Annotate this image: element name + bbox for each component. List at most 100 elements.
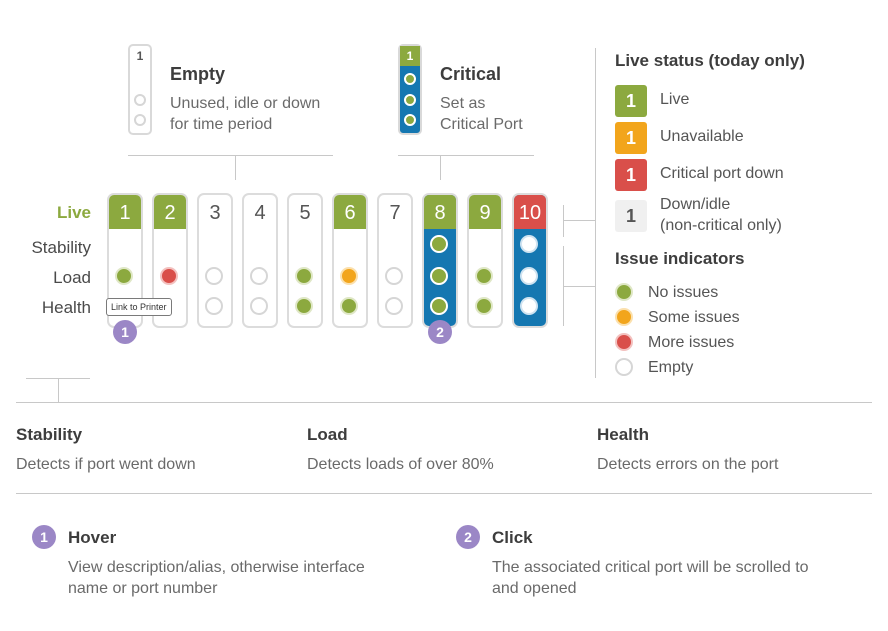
row-label-stability: Stability — [31, 238, 91, 257]
metric-desc-health: Detects errors on the port — [597, 456, 779, 473]
port-number: 7 — [389, 202, 401, 224]
live-status-label-unavailable: Unavailable — [660, 128, 744, 145]
port-number: 1 — [109, 195, 141, 229]
metric-desc-stability: Detects if port went down — [16, 456, 196, 473]
critical-legend-desc-line2: Critical Port — [440, 116, 523, 133]
metric-title-health: Health — [597, 425, 649, 444]
health-indicator-dot — [430, 297, 448, 315]
health-indicator-dot — [250, 297, 268, 315]
metric-title-load: Load — [307, 425, 348, 444]
load-indicator-dot — [385, 267, 403, 285]
live-status-swatch-down-idle: 1 — [615, 200, 647, 232]
health-indicator-dot — [520, 297, 538, 315]
interaction-desc-hover-line2: name or port number — [68, 580, 218, 597]
port-5[interactable]: 5 — [287, 193, 323, 328]
row-label-health: Health — [41, 298, 91, 317]
health-indicator-dot — [205, 297, 223, 315]
interaction-title-hover: Hover — [68, 528, 117, 547]
empty-legend-title: Empty — [170, 64, 226, 84]
critical-legend-title: Critical — [440, 64, 502, 84]
issue-label-no-issues: No issues — [648, 284, 719, 301]
live-status-label-down-idle: Down/idle — [660, 196, 731, 213]
interaction-desc-hover-line1: View description/alias, otherwise interf… — [68, 559, 365, 576]
live-status-label-non-critical: (non-critical only) — [660, 217, 782, 234]
connector-line — [440, 155, 441, 180]
live-status-title: Live status (today only) — [615, 51, 805, 70]
port-3[interactable]: 3 — [197, 193, 233, 328]
live-status-swatch-unavailable: 1 — [615, 122, 647, 154]
critical-port-sample-dot — [404, 73, 416, 85]
issue-label-more-issues: More issues — [648, 334, 735, 351]
connector-line — [563, 286, 595, 287]
stability-indicator-dot — [520, 235, 538, 253]
port-7[interactable]: 7 — [377, 193, 413, 328]
hover-tooltip: Link to Printer — [106, 298, 172, 316]
empty-port-sample: 1 — [128, 44, 152, 135]
more-issues-dot — [615, 333, 633, 351]
port-number: 5 — [299, 202, 311, 224]
health-indicator-dot — [475, 297, 493, 315]
port-6[interactable]: 6 — [332, 193, 368, 328]
critical-port-sample-number: 1 — [400, 46, 420, 66]
connector-line — [128, 155, 333, 156]
load-indicator-dot — [475, 267, 493, 285]
load-indicator-dot — [340, 267, 358, 285]
critical-legend-desc-line1: Set as — [440, 95, 486, 112]
load-indicator-dot — [520, 267, 538, 285]
empty-port-sample-dot — [134, 94, 146, 106]
empty-port-sample-dot — [134, 114, 146, 126]
port-10[interactable]: 10 — [512, 193, 548, 328]
port-9[interactable]: 9 — [467, 193, 503, 328]
load-indicator-dot — [250, 267, 268, 285]
critical-port-sample: 1 — [398, 44, 422, 135]
load-indicator-dot — [430, 267, 448, 285]
section-divider — [16, 402, 872, 403]
port-8[interactable]: 8 — [422, 193, 458, 328]
connector-line — [563, 220, 595, 221]
live-status-label-critical-down: Critical port down — [660, 165, 784, 182]
port-number: 10 — [514, 195, 546, 229]
issue-label-empty: Empty — [648, 359, 694, 376]
connector-line — [235, 155, 236, 180]
empty-legend-desc-line2: for time period — [170, 116, 273, 133]
click-badge-legend: 2 — [456, 525, 480, 549]
some-issues-dot — [615, 308, 633, 326]
no-issues-dot — [615, 283, 633, 301]
port-number: 9 — [469, 195, 501, 229]
critical-port-sample-dot — [404, 94, 416, 106]
metric-desc-load: Detects loads of over 80% — [307, 456, 494, 473]
hover-badge: 1 — [113, 320, 137, 344]
click-badge: 2 — [428, 320, 452, 344]
load-indicator-dot — [295, 267, 313, 285]
port-4[interactable]: 4 — [242, 193, 278, 328]
live-status-swatch-critical-down: 1 — [615, 159, 647, 191]
interaction-desc-click-line1: The associated critical port will be scr… — [492, 559, 809, 576]
row-label-load: Load — [53, 268, 91, 287]
critical-port-sample-dot — [404, 114, 416, 126]
health-indicator-dot — [385, 297, 403, 315]
load-indicator-dot — [115, 267, 133, 285]
health-indicator-dot — [340, 297, 358, 315]
port-number: 8 — [424, 195, 456, 229]
port-number: 3 — [209, 202, 221, 224]
load-indicator-dot — [205, 267, 223, 285]
live-status-label-live: Live — [660, 91, 690, 108]
issue-label-some-issues: Some issues — [648, 309, 740, 326]
connector-line — [58, 378, 59, 402]
interaction-title-click: Click — [492, 528, 533, 547]
port-number: 2 — [154, 195, 186, 229]
live-status-swatch-live: 1 — [615, 85, 647, 117]
port-number: 4 — [254, 202, 266, 224]
row-label-live: Live — [56, 203, 91, 222]
divider-vertical — [595, 48, 596, 378]
port-number: 6 — [334, 195, 366, 229]
health-indicator-dot — [295, 297, 313, 315]
empty-port-sample-number: 1 — [136, 49, 144, 63]
hover-badge-legend: 1 — [32, 525, 56, 549]
stability-indicator-dot — [430, 235, 448, 253]
connector-line — [563, 205, 564, 237]
section-divider — [16, 493, 872, 494]
metric-title-stability: Stability — [16, 425, 83, 444]
connector-line — [398, 155, 534, 156]
issue-indicators-title: Issue indicators — [615, 249, 745, 268]
